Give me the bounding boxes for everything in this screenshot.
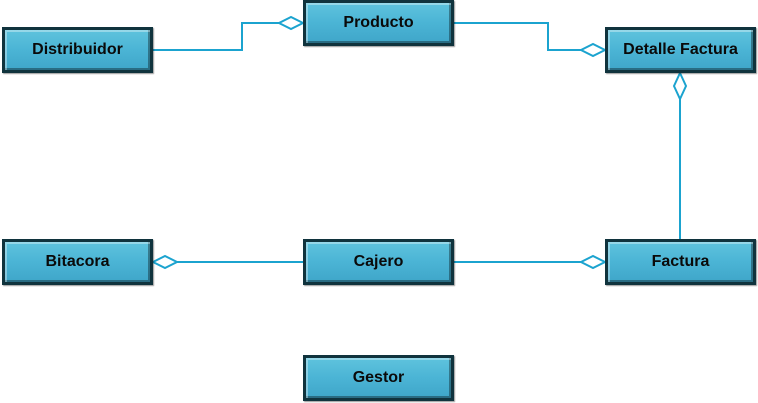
aggregation-diamond-detalle-factura-left: [578, 42, 608, 58]
class-box-cajero[interactable]: Cajero: [303, 239, 454, 285]
class-box-factura[interactable]: Factura: [605, 239, 756, 285]
class-label-gestor: Gestor: [352, 369, 405, 386]
aggregation-diamond-bitacora: [150, 254, 180, 270]
class-label-cajero: Cajero: [353, 253, 404, 270]
class-label-detalle-factura: Detalle Factura: [623, 41, 738, 58]
class-box-producto[interactable]: Producto: [303, 0, 454, 46]
class-box-distribuidor[interactable]: Distribuidor: [2, 27, 153, 73]
class-box-detalle-factura[interactable]: Detalle Factura: [605, 27, 756, 73]
aggregation-diamond-factura: [578, 254, 608, 270]
aggregation-diamond-producto: [276, 15, 306, 31]
class-box-bitacora[interactable]: Bitacora: [2, 239, 153, 285]
class-label-factura: Factura: [651, 253, 710, 270]
aggregation-diamond-detalle-factura-bottom: [672, 70, 688, 102]
class-label-bitacora: Bitacora: [45, 253, 110, 270]
connector-distribuidor-producto: [153, 22, 281, 51]
connector-producto-detalle-factura: [454, 22, 583, 51]
class-label-distribuidor: Distribuidor: [32, 41, 123, 58]
class-box-gestor[interactable]: Gestor: [303, 355, 454, 401]
class-label-producto: Producto: [343, 14, 414, 31]
